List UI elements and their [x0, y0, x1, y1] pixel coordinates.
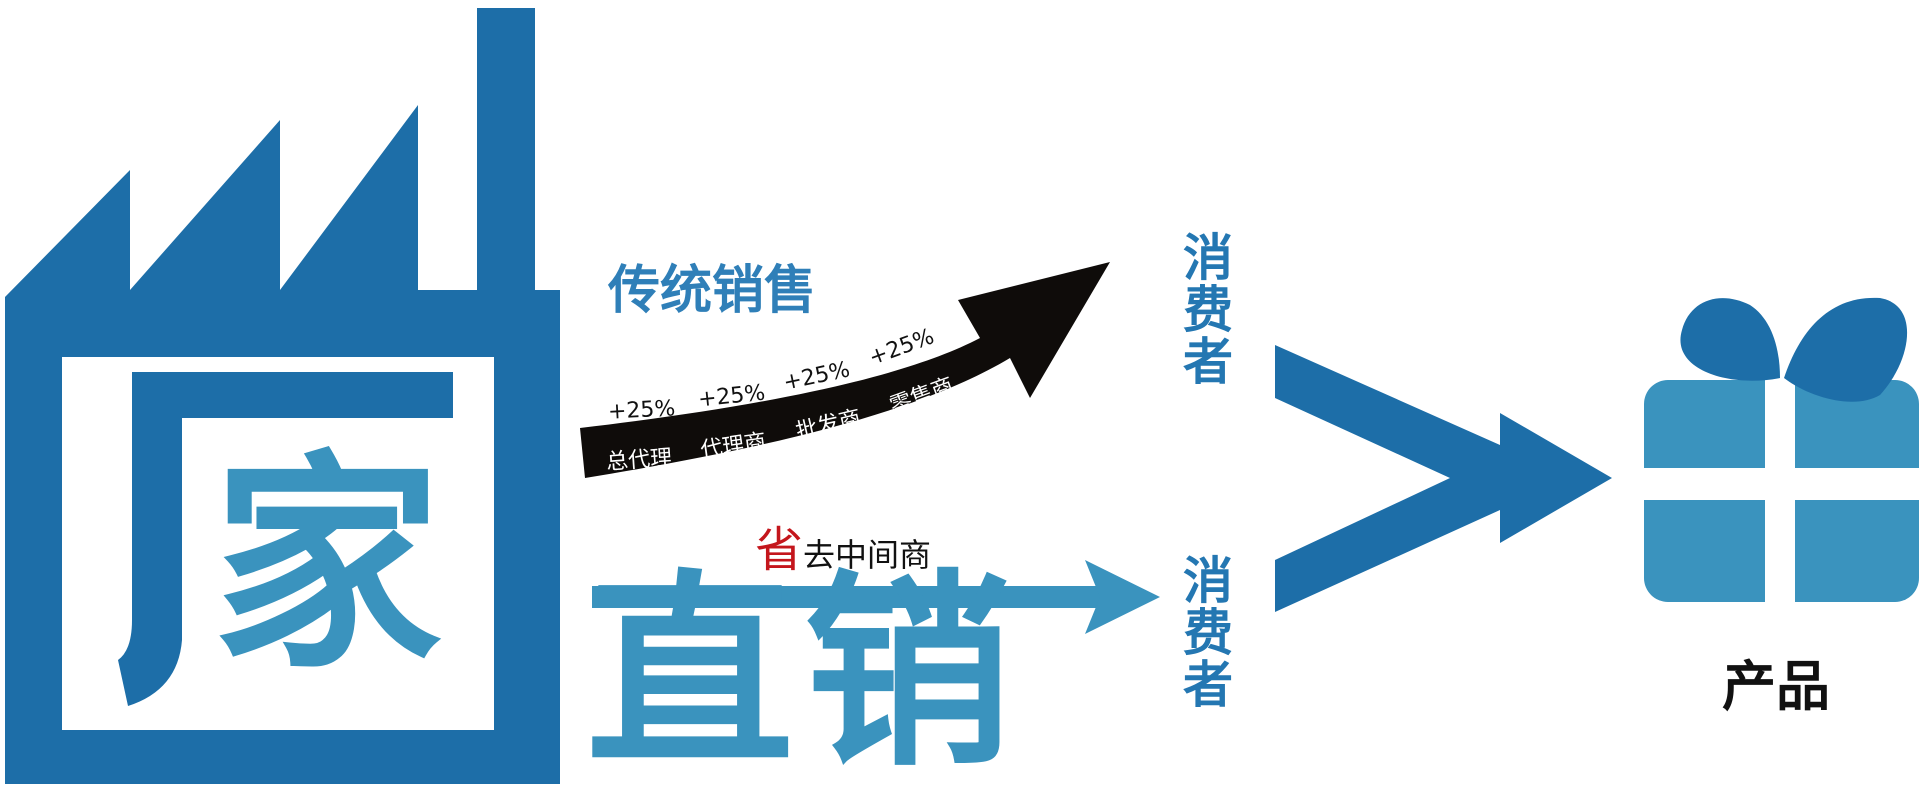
consumer-label-top: 消 费 者 — [1180, 232, 1236, 388]
consumer-top-char-1: 消 — [1183, 228, 1233, 287]
markup-label-1: +25% — [607, 396, 676, 425]
traditional-sales-title: 传统销售 — [608, 260, 817, 321]
factory-character: 家 — [212, 430, 443, 700]
direct-arrow-shaft — [592, 586, 1102, 608]
factory-inner-stroke — [118, 372, 453, 706]
merge-chevron-arrow — [1275, 345, 1612, 612]
consumer-bottom-char-1: 消 — [1183, 551, 1233, 610]
stage-general-agent: 总代理 — [605, 445, 673, 476]
direct-sales-title: 直销 — [586, 553, 1022, 795]
traditional-arrow — [580, 262, 1110, 478]
consumer-label-bottom: 消 费 者 — [1180, 555, 1236, 711]
consumer-top-char-2: 费 — [1183, 280, 1233, 339]
gift-box-icon — [1644, 297, 1919, 602]
consumer-bottom-char-2: 费 — [1183, 603, 1233, 662]
direct-arrow-head — [1085, 560, 1160, 634]
save-rest: 去中间商 — [803, 536, 932, 574]
consumer-top-char-3: 者 — [1183, 332, 1233, 391]
factory-building-shape — [5, 8, 560, 784]
consumer-bottom-char-3: 者 — [1183, 655, 1233, 714]
save-middleman-label: 省去中间商 — [755, 510, 931, 580]
save-char: 省 — [755, 522, 804, 578]
product-label: 产品 — [1722, 654, 1830, 718]
